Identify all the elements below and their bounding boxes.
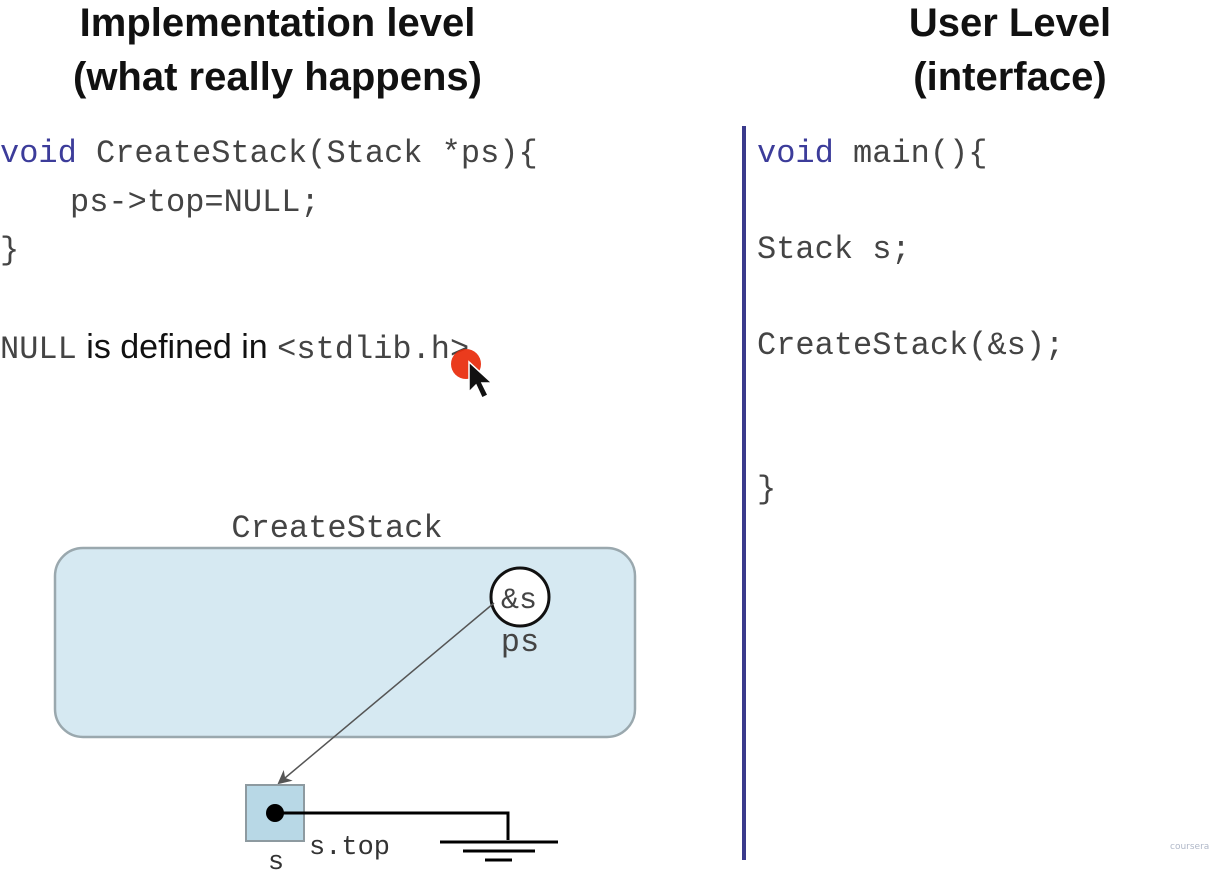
- user-void-keyword: void: [757, 135, 834, 172]
- column-divider: [742, 126, 746, 860]
- impl-code-close: }: [0, 232, 20, 269]
- impl-code-body: ps->top=NULL;: [70, 184, 320, 221]
- coursera-watermark: coursera: [1170, 842, 1210, 852]
- frame-label: CreateStack: [231, 510, 442, 547]
- implementation-heading: Implementation level (what really happen…: [0, 0, 555, 104]
- user-code-close: }: [757, 471, 777, 508]
- implementation-heading-line1: Implementation level: [79, 1, 476, 45]
- createstack-frame: [53, 546, 637, 739]
- variable-name: s: [268, 848, 284, 872]
- null-note: NULL is defined in <stdlib.h>: [0, 327, 469, 370]
- impl-code-signature: void CreateStack(Stack *ps){: [0, 134, 538, 174]
- null-note-middle: is defined in: [76, 328, 278, 366]
- user-main-text: main(){: [833, 135, 988, 172]
- stdlib-header: <stdlib.h>: [277, 331, 470, 368]
- impl-void-keyword: void: [0, 135, 77, 172]
- user-code-call: CreateStack(&s);: [757, 327, 1065, 364]
- impl-signature-text: CreateStack(Stack *ps){: [76, 135, 538, 172]
- pointer-arrow: [277, 602, 495, 785]
- param-value: &s: [501, 584, 537, 618]
- user-heading: User Level (interface): [845, 0, 1175, 104]
- user-heading-line2: (interface): [913, 55, 1107, 99]
- param-name: ps: [501, 624, 539, 661]
- implementation-heading-line2: (what really happens): [73, 55, 482, 99]
- user-code-decl: Stack s;: [757, 231, 911, 268]
- null-pointer-line: [275, 811, 510, 840]
- param-circle: [489, 566, 551, 628]
- null-word: NULL: [0, 331, 77, 368]
- user-heading-line1: User Level: [908, 1, 1112, 45]
- user-code-main: void main(){: [757, 134, 987, 174]
- field-label: s.top: [309, 833, 390, 863]
- mouse-cursor-icon: [468, 360, 494, 400]
